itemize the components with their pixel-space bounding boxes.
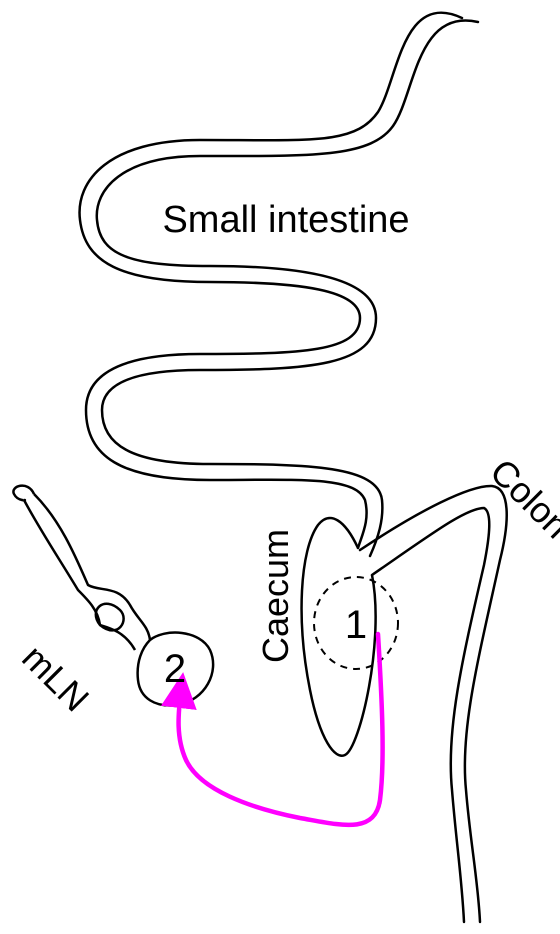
lymphatic-vessel xyxy=(13,486,150,650)
site-1-label: 1 xyxy=(345,603,367,647)
colon-inner-wall xyxy=(372,508,489,922)
site-2-label: 2 xyxy=(164,647,186,691)
small-intestine-label: Small intestine xyxy=(162,199,409,241)
mln-label: mLN xyxy=(14,637,97,720)
caecum-label: Caecum xyxy=(255,529,296,663)
colon-label: Colon xyxy=(482,451,560,547)
lymph-vessel-knot xyxy=(13,486,34,501)
small-intestine-tube xyxy=(80,13,478,556)
lymph-vessel-upper-wall xyxy=(34,494,150,640)
small-intestine-outer-wall xyxy=(80,13,462,548)
lymph-node-loop xyxy=(96,604,124,631)
